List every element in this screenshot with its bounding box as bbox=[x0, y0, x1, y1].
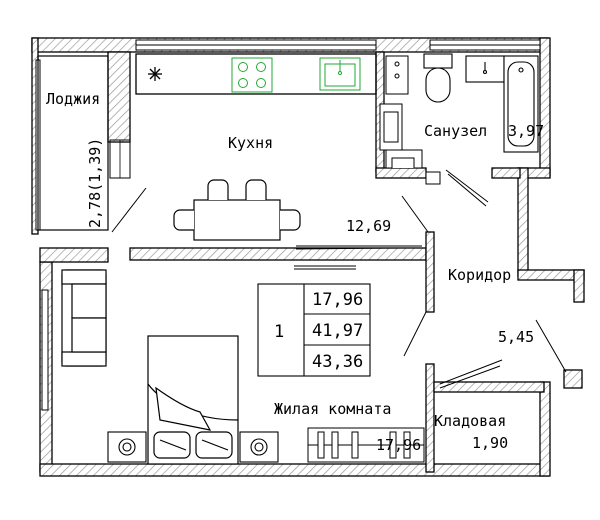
total-area-value: 41,97 bbox=[312, 321, 363, 341]
bathroom-area: 3,97 bbox=[508, 122, 544, 140]
area-summary-table: 1 17,96 41,97 43,36 bbox=[257, 283, 371, 377]
kitchen-area: 12,69 bbox=[346, 217, 391, 235]
living-room-label: Жилая комната bbox=[274, 400, 391, 418]
living-room: Жилая комната 17,96 bbox=[61, 265, 425, 465]
washing-machine-icon bbox=[379, 103, 423, 169]
kitchen: Кухня 12,69 bbox=[135, 53, 422, 250]
ventilation-asterisk-icon bbox=[148, 67, 162, 81]
loggia-label: Лоджия bbox=[46, 90, 100, 108]
interior-walls bbox=[39, 51, 545, 473]
rooms-count: 1 bbox=[274, 322, 284, 342]
loggia-area: 2,78(1,39) bbox=[86, 138, 104, 228]
four-burner-stove-icon bbox=[231, 57, 273, 93]
kitchen-label: Кухня bbox=[228, 134, 273, 152]
kitchen-door-icon bbox=[295, 245, 422, 250]
kitchen-sink-icon bbox=[319, 57, 361, 91]
storage-area: 1,90 bbox=[472, 434, 508, 452]
corridor: Коридор 5,45 bbox=[401, 195, 567, 389]
storage-label: Кладовая bbox=[434, 412, 506, 430]
toilet-icon bbox=[423, 53, 453, 103]
nightstand-left-icon bbox=[107, 431, 147, 463]
bathtub-icon bbox=[503, 55, 539, 153]
living-area-value: 17,96 bbox=[312, 290, 363, 310]
sofa-icon bbox=[61, 269, 107, 367]
washbasin-icon bbox=[465, 55, 505, 83]
wardrobe-icon bbox=[307, 427, 425, 463]
dining-table-icon bbox=[173, 179, 301, 241]
nightstand-right-icon bbox=[239, 431, 279, 463]
total-with-loggia-value: 43,36 bbox=[312, 352, 363, 372]
bathroom-label: Санузел bbox=[424, 122, 487, 140]
loggia: Лоджия 2,78(1,39) bbox=[37, 55, 147, 233]
living-room-area: 17,96 bbox=[376, 436, 421, 454]
corridor-area: 5,45 bbox=[498, 328, 534, 346]
corridor-label: Коридор bbox=[448, 266, 511, 284]
bathroom: Санузел 3,97 bbox=[379, 53, 544, 207]
double-bed-icon bbox=[147, 335, 239, 465]
storage-room: Кладовая 1,90 bbox=[434, 412, 508, 452]
